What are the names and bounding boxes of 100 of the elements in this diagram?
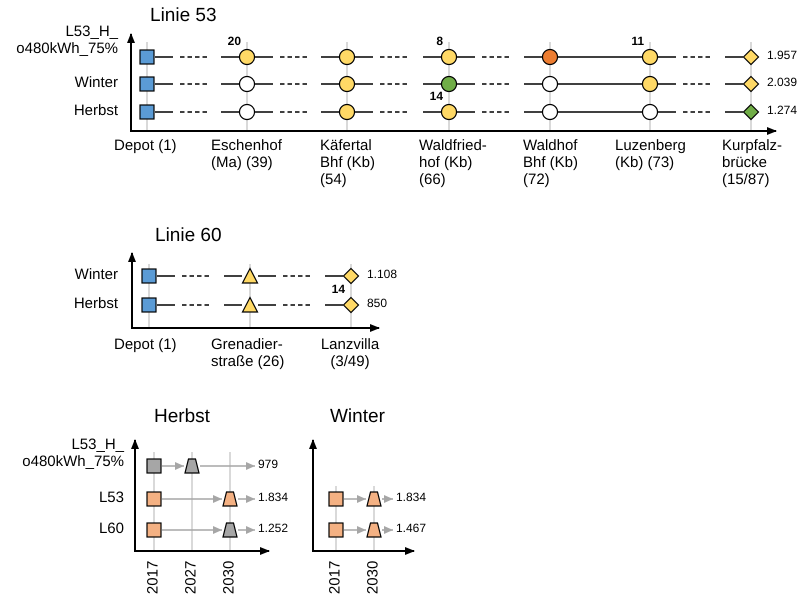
- value-label: 1.834: [396, 491, 426, 504]
- connector-line: [658, 83, 743, 85]
- trapezoid-marker: [366, 522, 382, 538]
- arrow: [238, 495, 255, 503]
- trapezoid-marker: [222, 491, 238, 507]
- circle-marker: [642, 104, 658, 120]
- connector-line: [255, 56, 339, 58]
- stop-count: 11: [630, 35, 644, 48]
- value-label: 1.252: [258, 522, 288, 536]
- connector-line: [355, 83, 441, 85]
- circle-marker: [239, 49, 255, 65]
- stop-name: Luzenberg (Kb) (73): [615, 138, 687, 172]
- connector-line: [658, 111, 743, 113]
- stop-name: Kurpfalz- brücke (15/87): [722, 138, 784, 188]
- stop-name: Depot (1): [114, 337, 178, 354]
- trapezoid-marker: [366, 491, 382, 507]
- connector-line: [155, 83, 239, 85]
- box-marker: [146, 458, 162, 474]
- row-label: L53_H_ o480kWh_75%: [21, 437, 124, 471]
- box-marker: [146, 491, 162, 507]
- arrow: [162, 526, 222, 534]
- connector-line: [457, 56, 542, 58]
- connector-line: [457, 83, 542, 85]
- value-label: 1.467: [396, 522, 426, 536]
- circle-marker: [339, 49, 355, 65]
- diamond-marker: [343, 297, 359, 313]
- value-label: 979: [258, 458, 278, 472]
- stop-count: 20: [226, 35, 241, 48]
- circle-marker: [441, 76, 457, 92]
- circle-marker: [441, 104, 457, 120]
- value-label: 1.108: [367, 268, 398, 282]
- box-marker: [141, 297, 157, 313]
- box-marker: [139, 104, 155, 120]
- arrow: [238, 526, 255, 534]
- diamond-marker: [743, 104, 759, 120]
- connector-line: [155, 111, 239, 113]
- stop-name: Waldfried- hof (Kb) (66): [419, 138, 488, 188]
- stop-name: Eschenhof (Ma) (39): [211, 138, 283, 172]
- connector-line: [558, 111, 642, 113]
- trapezoid-marker: [222, 522, 238, 538]
- circle-marker: [239, 104, 255, 120]
- row-label: L60: [98, 521, 124, 538]
- diamond-marker: [343, 268, 359, 284]
- circle-marker: [542, 104, 558, 120]
- value-label: 1.834: [258, 491, 288, 504]
- diamond-marker: [743, 76, 759, 92]
- row-label: L53_H_ o480kWh_75%: [15, 24, 118, 58]
- circle-marker: [239, 76, 255, 92]
- value-label: 1.957: [767, 49, 798, 62]
- year-label: 2030: [366, 560, 382, 596]
- triangle-marker: [242, 297, 258, 313]
- row-label: L53: [98, 490, 124, 507]
- box-marker: [328, 491, 344, 507]
- arrow: [344, 526, 366, 534]
- arrow: [382, 526, 393, 534]
- box-marker: [139, 49, 155, 65]
- stop-name: Lanzvilla (3/49): [320, 337, 380, 371]
- stop-name: Depot (1): [114, 138, 178, 155]
- trapezoid-marker: [184, 458, 200, 474]
- arrow: [382, 495, 393, 503]
- arrow: [162, 462, 184, 470]
- stop-name: Grenadier- straße (26): [211, 337, 286, 371]
- row-label: Herbst: [72, 103, 118, 120]
- chart-title: Linie 53: [150, 5, 218, 26]
- year-label: 2027: [184, 560, 200, 596]
- connector-line: [355, 111, 441, 113]
- circle-marker: [642, 76, 658, 92]
- row-label: Herbst: [72, 296, 118, 313]
- circle-marker: [642, 49, 658, 65]
- circle-marker: [339, 104, 355, 120]
- box-marker: [139, 76, 155, 92]
- chart-title: Herbst: [154, 406, 211, 428]
- value-label: 850: [367, 297, 388, 310]
- connector-line: [558, 56, 642, 58]
- circle-marker: [542, 76, 558, 92]
- stop-count: 8: [435, 35, 443, 48]
- row-label: Winter: [74, 75, 118, 92]
- diamond-marker: [743, 49, 759, 65]
- stop-name: Käfertal Bhf (Kb) (54): [320, 138, 376, 188]
- connector-line: [258, 304, 343, 306]
- year-label: 2017: [146, 560, 162, 596]
- arrow: [200, 462, 255, 470]
- connector-line: [658, 56, 743, 58]
- value-label: 1.274: [767, 104, 798, 118]
- connector-line: [255, 111, 339, 113]
- stop-count: 14: [330, 283, 345, 296]
- circle-marker: [339, 76, 355, 92]
- box-marker: [328, 522, 344, 538]
- connector-line: [355, 56, 441, 58]
- box-marker: [141, 268, 157, 284]
- chart-title: Linie 60: [155, 225, 223, 246]
- connector-line: [157, 275, 242, 277]
- connector-line: [558, 83, 642, 85]
- row-label: Winter: [74, 267, 118, 284]
- connector-line: [157, 304, 242, 306]
- connector-line: [258, 275, 343, 277]
- arrow: [344, 495, 366, 503]
- year-label: 2017: [328, 560, 344, 596]
- chart-title: Winter: [330, 406, 386, 428]
- stop-count: 14: [428, 90, 443, 104]
